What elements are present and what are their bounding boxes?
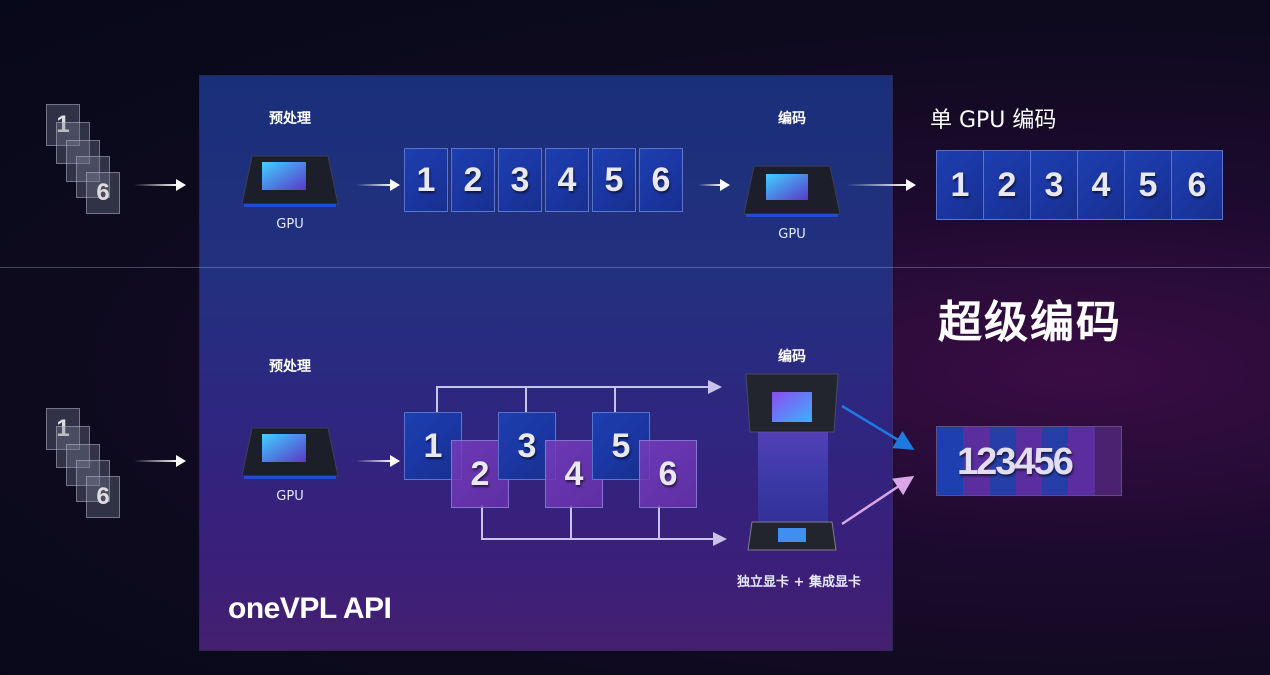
result-segment — [937, 427, 964, 495]
result-frame: 2 — [983, 150, 1031, 220]
result-frame: 3 — [1030, 150, 1078, 220]
bottom-input-stack: 1 6 — [46, 408, 136, 528]
frame-6-igpu: 6 — [639, 440, 697, 508]
stack-card-last: 6 — [86, 172, 120, 214]
merged-frame: 1 — [957, 440, 978, 483]
dgpu-igpu-combo-icon — [745, 373, 839, 551]
result-segment — [1042, 427, 1069, 495]
frame-2: 2 — [451, 148, 495, 212]
route-branch — [525, 386, 527, 414]
stack-card — [76, 460, 110, 502]
row-divider — [0, 267, 1270, 268]
merge-arrows — [841, 404, 915, 526]
result-segment — [1068, 427, 1095, 495]
result-segment — [963, 427, 990, 495]
frame-6: 6 — [639, 148, 683, 212]
frame-1: 1 — [404, 148, 448, 212]
frame-5: 5 — [592, 148, 636, 212]
result-frame: 4 — [1077, 150, 1125, 220]
top-encode-label: 编码 — [778, 111, 806, 127]
stack-card — [76, 156, 110, 198]
stack-card-last: 6 — [86, 476, 120, 518]
route-branch — [658, 505, 660, 539]
arrow-head-icon — [713, 532, 727, 546]
arrow-icon — [846, 179, 916, 191]
frame-3: 3 — [498, 148, 542, 212]
arrow-icon — [134, 179, 186, 191]
result-segment — [1094, 427, 1121, 495]
dgpu-route-line — [436, 386, 710, 388]
result-segment — [1015, 427, 1043, 495]
arrow-icon — [698, 179, 730, 191]
bottom-encode-label: 编码 — [778, 349, 806, 365]
top-encode-gpu-label: GPU — [778, 227, 806, 242]
route-branch — [436, 386, 438, 414]
top-preprocess-label: 预处理 — [269, 111, 311, 127]
result-frame: 1 — [936, 150, 984, 220]
merged-frame: 3 — [995, 440, 1016, 483]
single-gpu-result-frames: 1 2 3 4 5 6 — [936, 150, 1226, 222]
top-frame-sequence: 1 2 3 4 5 6 — [404, 148, 694, 218]
merged-frame: 6 — [1052, 440, 1074, 483]
frame-4: 4 — [545, 148, 589, 212]
onevpl-api-label: oneVPL API — [228, 592, 392, 625]
arrow-icon — [134, 455, 186, 467]
bottom-preprocess-label: 预处理 — [269, 359, 311, 375]
result-frame: 6 — [1171, 150, 1223, 220]
stack-card — [56, 122, 90, 164]
gpu-chip-icon — [743, 165, 841, 217]
encode-device-label: 独立显卡 + 集成显卡 — [737, 575, 861, 590]
top-preprocess-gpu-label: GPU — [276, 217, 304, 232]
igpu-route-line — [481, 538, 715, 540]
frame-3-dgpu: 3 — [498, 412, 556, 480]
hyper-encode-title: 超级编码 — [938, 297, 1122, 348]
route-branch — [570, 505, 572, 539]
result-segment — [989, 427, 1016, 495]
arrow-head-icon — [708, 380, 722, 394]
stack-card — [56, 426, 90, 468]
bottom-preprocess-gpu-label: GPU — [276, 489, 304, 504]
merged-frame: 5 — [1033, 440, 1055, 483]
gpu-chip-icon — [241, 427, 339, 479]
stack-card — [66, 444, 100, 486]
dgpu-merge-arrow-icon — [841, 404, 915, 450]
stack-card — [66, 140, 100, 182]
route-branch — [614, 386, 616, 414]
single-gpu-encode-title: 单 GPU 编码 — [930, 108, 1057, 133]
stack-card-first: 1 — [46, 104, 80, 146]
arrow-icon — [356, 179, 400, 191]
result-frame: 5 — [1124, 150, 1172, 220]
gpu-chip-icon — [241, 155, 339, 207]
bottom-frame-split: 1 2 3 4 5 6 — [404, 412, 714, 512]
merged-frame: 2 — [976, 440, 997, 483]
top-input-stack: 1 6 — [46, 104, 136, 224]
merged-frame: 4 — [1014, 440, 1035, 483]
stack-card-first: 1 — [46, 408, 80, 450]
igpu-merge-arrow-icon — [841, 475, 915, 526]
arrow-icon — [356, 455, 400, 467]
route-branch — [481, 505, 483, 539]
